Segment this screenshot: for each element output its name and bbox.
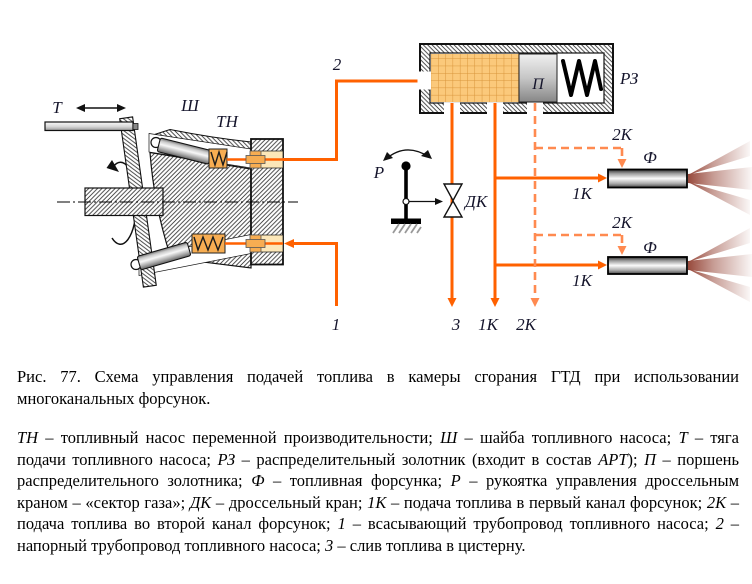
label-dk: ДК <box>463 192 489 211</box>
legend-code: ДК <box>189 492 212 512</box>
legend-code: ТН <box>17 428 39 447</box>
label-1k-bottom: 1К <box>478 315 500 334</box>
lever-pivot <box>402 197 410 206</box>
diagram: Т Ш ТН 2 1 П РЗ 3 <box>44 43 752 334</box>
legend-code: 1К <box>367 492 387 512</box>
upper-spring <box>208 148 228 169</box>
legend-code: П <box>644 449 657 469</box>
figure-caption: Рис. 77. Схема управления подачей топлив… <box>17 366 739 409</box>
label-1: 1 <box>332 315 341 334</box>
label-3: 3 <box>451 315 461 334</box>
channel-1k-line <box>490 103 607 307</box>
label-2k-bottom: 2К <box>516 315 538 334</box>
pressure-pipe-2 <box>283 76 428 161</box>
upper-port <box>245 150 266 169</box>
fuel-pump <box>57 116 298 288</box>
label-1k-1: 1К <box>572 184 594 203</box>
rod-travel-arrow <box>76 104 126 112</box>
legend-code: Р <box>450 471 461 490</box>
spray-2 <box>688 228 752 302</box>
lever-base <box>391 218 421 224</box>
legend-text: – топливная форсунка; <box>264 471 443 490</box>
legend-text: – поршень распределительного золотника; <box>17 449 740 491</box>
legend-text: – шайба топливного насоса; <box>457 428 672 447</box>
label-1k-2: 1К <box>572 271 594 290</box>
lower-spring <box>191 233 226 254</box>
label-r: Р <box>373 163 384 182</box>
throttle-lever <box>383 149 443 234</box>
label-rz: РЗ <box>619 69 639 88</box>
label-2k-2: 2К <box>612 213 634 232</box>
legend-code: Ф <box>251 471 265 490</box>
throttle-valve <box>442 183 464 218</box>
legend-text: – слив топлива в цистерну. <box>333 535 526 555</box>
rz-piston <box>518 53 558 103</box>
legend-text: – тяга подачи топливного насоса; <box>17 428 739 469</box>
injector-1 <box>607 168 688 189</box>
legend-code: АРТ <box>598 449 628 469</box>
legend-code: Ш <box>440 428 458 447</box>
legend-text: – подача топлива во второй канал форсуно… <box>17 492 739 534</box>
label-2: 2 <box>333 55 342 74</box>
figure-legend: ТН – топливный насос переменной производ… <box>17 427 739 556</box>
legend-code: 3 <box>325 535 334 555</box>
label-2k-1: 2К <box>612 125 634 144</box>
legend-text: – всасывающий трубопровод топливного нас… <box>345 514 709 533</box>
legend-text: – дроссельный кран; <box>211 492 363 512</box>
spray-1 <box>688 141 752 215</box>
injector-2 <box>607 256 688 275</box>
rz-inlet-opening <box>417 71 431 90</box>
rz-spring <box>561 59 603 97</box>
suction-pipe-1 <box>284 239 338 306</box>
lever-arc-arrow <box>383 149 432 161</box>
label-p-piston: П <box>531 76 545 93</box>
legend-text: ); <box>627 449 638 469</box>
legend-text: – топливный насос переменной производите… <box>38 428 433 447</box>
drain-line-3 <box>447 103 457 307</box>
caption-text: Рис. 77. Схема управления подачей топлив… <box>17 367 739 408</box>
label-f-1: Ф <box>643 148 657 167</box>
channel-2k-line <box>530 103 627 307</box>
control-rod <box>44 121 139 132</box>
rz-fuel-chamber <box>431 54 519 102</box>
legend-text: – распределительный золотник (входит в с… <box>235 449 599 469</box>
label-tn: ТН <box>216 112 239 131</box>
lower-plunger <box>137 242 191 270</box>
legend-code: 1 <box>337 514 346 533</box>
lower-port <box>245 234 266 253</box>
label-t: Т <box>52 98 63 117</box>
legend-text: – напорный трубопровод топливного насоса… <box>17 514 740 555</box>
legend-text: – рукоятка управления дроссельным краном… <box>17 471 740 512</box>
label-f-2: Ф <box>643 238 657 257</box>
legend-code: Т <box>678 428 688 447</box>
distribution-valve-rz <box>417 43 614 115</box>
legend-text: – подача топлива в первый канал форсунок… <box>386 492 703 512</box>
legend-code: РЗ <box>217 449 236 469</box>
legend-code: 2К <box>706 492 727 512</box>
label-sh: Ш <box>180 96 200 115</box>
legend-code: 2 <box>715 514 724 533</box>
lever-ball <box>401 161 411 171</box>
